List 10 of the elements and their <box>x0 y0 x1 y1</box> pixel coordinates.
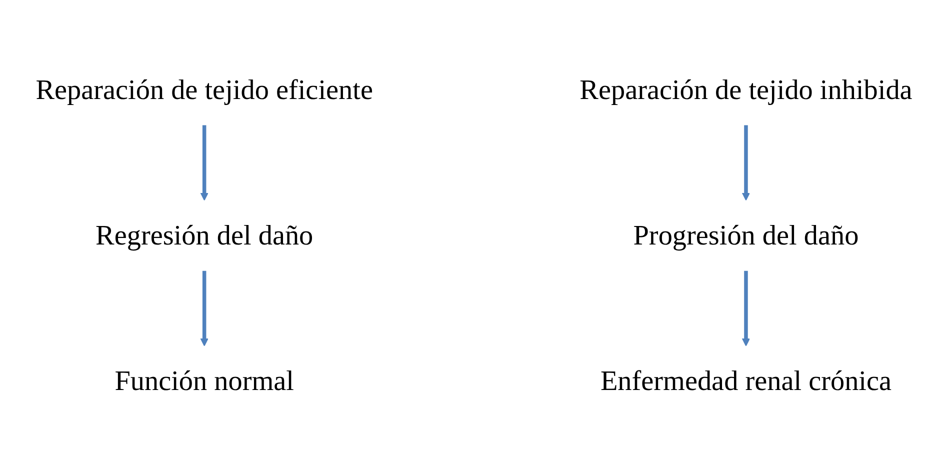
node-text: Función normal <box>114 366 294 397</box>
node-text: Reparación de tejido inhibida <box>580 74 912 106</box>
arrow <box>200 125 208 201</box>
node-text: Reparación de tejido eficiente <box>36 74 373 106</box>
arrow <box>742 270 750 346</box>
arrow <box>200 270 208 346</box>
node-text: Regresión del daño <box>96 220 314 251</box>
arrow <box>742 125 750 201</box>
node-text: Enfermedad renal crónica <box>600 366 892 397</box>
node-text: Progresión del daño <box>633 220 859 251</box>
